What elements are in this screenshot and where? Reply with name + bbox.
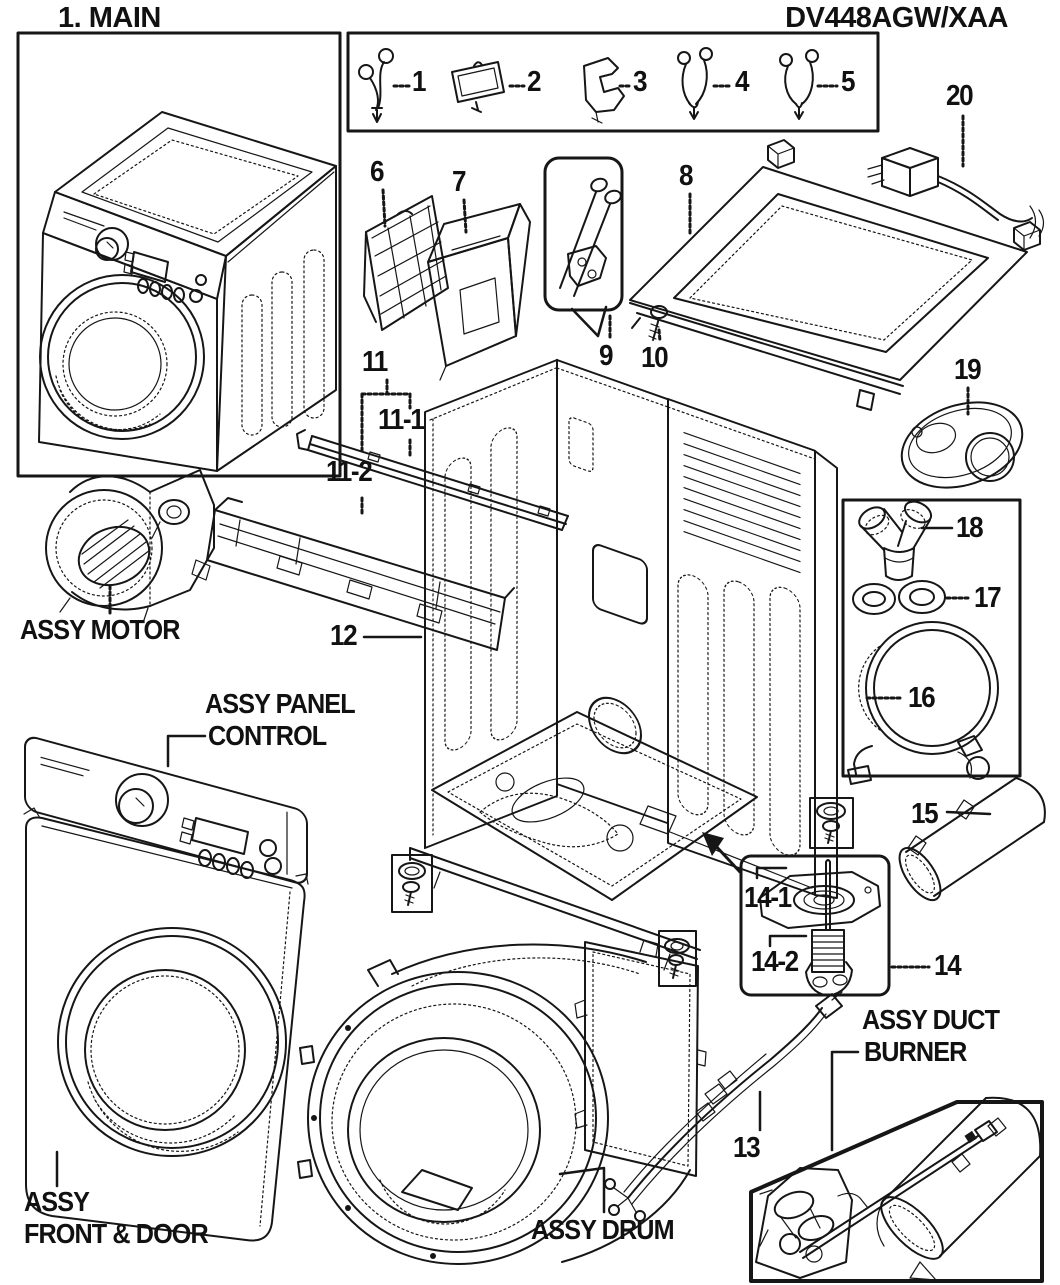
hose-kit-frame <box>841 498 1022 778</box>
leader-10 <box>657 328 662 343</box>
leveling-foot-drawing <box>755 859 881 997</box>
duct-cover-drawing <box>900 401 1024 489</box>
screw-inset-box-a <box>809 797 854 849</box>
hose-drawing <box>847 621 999 785</box>
exhaust-tube-drawing <box>898 777 1046 902</box>
part-label-19: 19 <box>954 354 982 386</box>
wire-clip-5-drawing <box>779 49 819 120</box>
front-door-drawing <box>23 807 309 1242</box>
leader-6 <box>381 188 387 228</box>
part-label-16: 16 <box>908 682 936 714</box>
detail-callout-9-bubble <box>543 156 624 338</box>
duct-housing-drawing <box>427 203 531 381</box>
clips-frame <box>346 31 880 133</box>
part-label-14: 14 <box>934 950 962 982</box>
part-label-3: 3 <box>633 66 647 98</box>
support-rods-drawing <box>559 177 622 297</box>
part-label-2: 2 <box>527 66 541 98</box>
part-label-15: 15 <box>911 798 939 830</box>
assy-duct-burner-label-line1: ASSY DUCT <box>862 1004 1000 1035</box>
support-frame-drawing <box>206 497 515 651</box>
part-label-1: 1 <box>412 66 426 98</box>
part-label-14-2: 14-2 <box>751 946 799 978</box>
part-label-11-1: 11-1 <box>378 404 425 436</box>
leader-assy-drum <box>558 1166 606 1214</box>
main-dryer-frame <box>16 31 342 478</box>
cabinet-drawing <box>409 358 838 971</box>
leader-assy-duct-burner <box>830 1050 860 1152</box>
part-label-13: 13 <box>733 1132 761 1164</box>
y-connector-drawing <box>858 500 933 581</box>
part-label-9: 9 <box>599 340 613 372</box>
label-bracket-11 <box>360 378 412 516</box>
assy-front-door-label-line2: FRONT & DOOR <box>24 1218 209 1249</box>
wire-clip-4-drawing <box>677 47 713 120</box>
power-cord-drawing <box>867 147 1045 239</box>
screw-10-drawing <box>648 305 668 341</box>
assy-panel-control-label-line1: ASSY PANEL <box>205 688 356 719</box>
part-label-10: 10 <box>641 342 669 374</box>
drum-drawing <box>297 939 707 1265</box>
assy-panel-control-label-line2: CONTROL <box>208 720 327 751</box>
control-panel-drawing <box>24 736 308 884</box>
leader-assy-panel-control <box>166 734 207 768</box>
part-label-5: 5 <box>841 66 855 98</box>
screw-inset-box-b <box>391 854 433 913</box>
screw-washer-set-b <box>398 862 426 906</box>
leader-15 <box>945 810 992 816</box>
screw-washer-set-c <box>664 938 690 979</box>
washers-drawing <box>852 580 946 615</box>
motor-assembly-drawing <box>45 469 215 621</box>
part-label-4: 4 <box>735 66 749 98</box>
part-label-6: 6 <box>370 156 384 188</box>
dryer-overview-drawing <box>38 111 337 472</box>
support-rail-drawing <box>296 429 569 531</box>
part-label-11-2: 11-2 <box>326 456 373 488</box>
burner-assembly-drawing <box>755 1096 1042 1281</box>
part-label-14-1: 14-1 <box>744 882 792 914</box>
leveling-foot-arrow <box>702 832 742 874</box>
burner-frame <box>749 1100 1044 1283</box>
section-title: 1. MAIN <box>58 2 161 34</box>
part-label-12: 12 <box>330 620 358 652</box>
top-panel-drawing <box>629 139 1041 411</box>
wire-clip-1-drawing <box>358 48 394 123</box>
wire-clip-2-drawing <box>451 61 505 113</box>
part-label-18: 18 <box>956 512 984 544</box>
part-label-20: 20 <box>946 80 974 112</box>
leader-7 <box>462 198 468 234</box>
screw-washer-set-a <box>816 802 846 844</box>
part-label-7: 7 <box>452 166 466 198</box>
assy-drum-label: ASSY DRUM <box>531 1214 675 1245</box>
part-label-11: 11 <box>362 346 388 378</box>
wire-clip-3-drawing <box>583 57 625 124</box>
assy-duct-burner-label-line2: BURNER <box>864 1036 967 1067</box>
model-number: DV448AGW/XAA <box>785 2 1008 34</box>
assy-front-door-label-line1: ASSY <box>24 1186 90 1217</box>
wire-harness-drawing <box>604 991 843 1222</box>
assy-motor-label: ASSY MOTOR <box>20 614 180 645</box>
part-label-8: 8 <box>679 160 693 192</box>
part-label-17: 17 <box>974 582 1002 614</box>
